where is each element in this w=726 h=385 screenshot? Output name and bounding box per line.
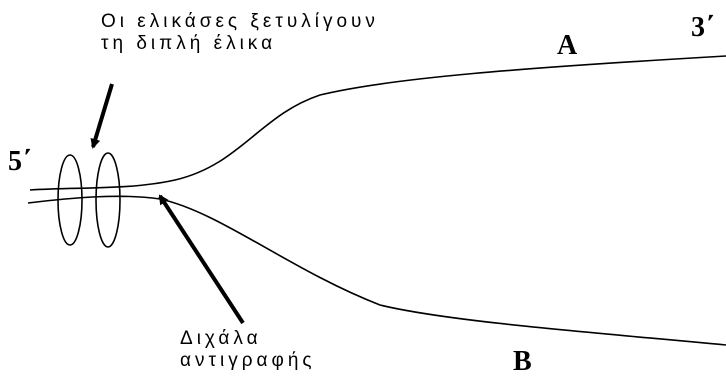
five-prime-end-label: 5΄ xyxy=(8,146,32,177)
helicase-ring-right xyxy=(95,152,121,248)
helicase-label-line1: Οι ελικάσες ξετυλίγουν xyxy=(101,11,379,32)
strand-b-label: B xyxy=(513,346,532,377)
helicase-label: Οι ελικάσες ξετυλίγουν τη διπλή έλικα xyxy=(101,11,379,55)
helicase-arrow xyxy=(90,83,114,149)
helicase-label-line2: τη διπλή έλικα xyxy=(101,33,277,54)
fork-arrow xyxy=(158,194,245,325)
fork-label-line2: αντιγραφής xyxy=(180,350,316,371)
fork-label-line1: Διχάλα xyxy=(180,328,262,349)
helicase-ring-left xyxy=(57,154,83,246)
strand-a-line xyxy=(29,55,726,191)
strand-b-line xyxy=(27,195,726,346)
strand-a-label: A xyxy=(557,30,578,61)
three-prime-end-label: 3΄ xyxy=(691,12,715,43)
replication-fork-label: Διχάλα αντιγραφής xyxy=(180,328,316,372)
